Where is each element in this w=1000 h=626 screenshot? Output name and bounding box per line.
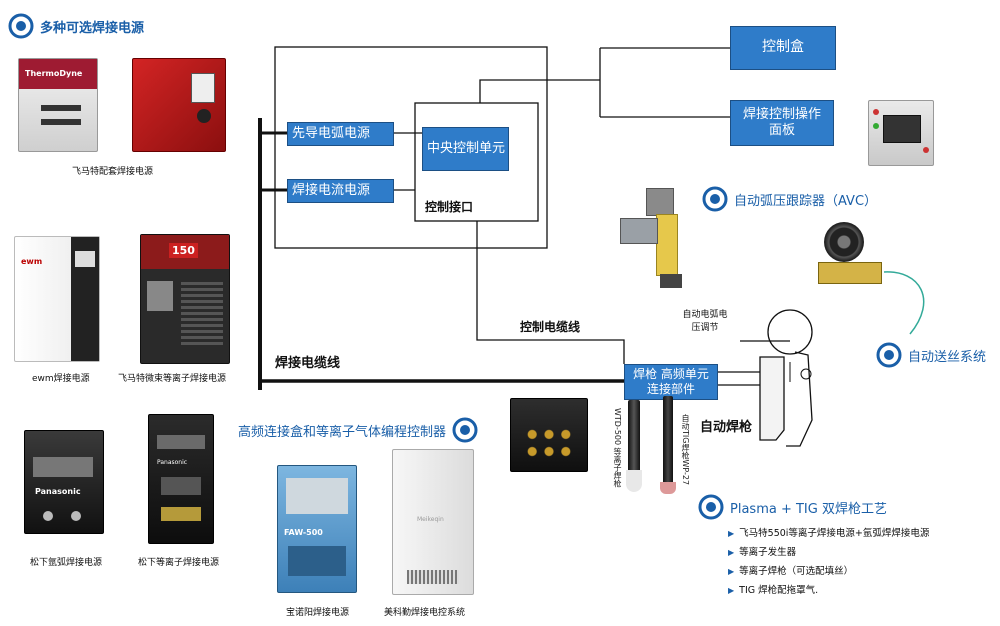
circle-logo-icon [876, 342, 902, 368]
list-item: ▶TIG 焊枪配拖罩气. [728, 585, 819, 596]
header-wire-feed: 自动送丝系统 [876, 342, 986, 368]
weld-current-box: 焊接电流电源 [287, 179, 394, 203]
circle-logo-icon [452, 417, 478, 443]
fmt-welder-image-b [132, 58, 226, 152]
control-interface-label: 控制接口 [425, 200, 474, 214]
wire-feed-hose [883, 271, 925, 335]
list-item: ▶等离子焊枪（可选配填丝） [728, 566, 854, 577]
header-avc-label: 自动弧压跟踪器（AVC） [734, 193, 878, 209]
caption-fmt-welder: 飞马特配套焊接电源 [72, 167, 154, 177]
operation-panel-box: 焊接控制操作面板 [730, 100, 834, 146]
caption-baonuoyang: 宝诺阳焊接电源 [286, 608, 350, 618]
control-box: 控制盒 [730, 26, 836, 70]
caption-meikeqin: 美科勤焊接电控系统 [384, 608, 466, 618]
pilot-arc-box: 先导电弧电源 [287, 122, 394, 146]
caption-fmt-microplasma: 飞马特微束等离子焊接电源 [118, 374, 227, 384]
caption-ewm: ewm焊接电源 [32, 374, 90, 384]
fp-label: FAW-500 [284, 528, 323, 537]
header-avc: 自动弧压跟踪器（AVC） [702, 186, 877, 212]
caption-panasonic-argon: 松下氩弧焊接电源 [30, 558, 103, 568]
baonuoyang-image: FAW-500 [277, 465, 357, 593]
weld-cable-label: 焊接电缆线 [275, 356, 341, 371]
circle-logo-icon [8, 13, 34, 39]
avc-device-image [620, 188, 692, 296]
operation-panel-image [868, 100, 934, 166]
control-cable-label: 控制电缆线 [520, 320, 581, 334]
ewm-welder-image: ewm [14, 236, 100, 362]
wire-feed-image [818, 222, 884, 288]
central-control-box: 中央控制单元 [422, 127, 509, 171]
avc-caption: 自动电弧电压调节 [682, 310, 728, 333]
hf-connection-box-image [510, 398, 588, 472]
header-power-sources-label: 多种可选焊接电源 [40, 20, 145, 36]
header-hf-controller-label: 高频连接盒和等离子气体编程控制器 [238, 424, 447, 440]
panasonic-argon-image: Panasonic [24, 430, 104, 534]
fmt-microplasma-image: 150 [140, 234, 230, 364]
list-item: ▶等离子发生器 [728, 547, 797, 558]
auto-torch-label: 自动焊枪 [700, 420, 753, 435]
list-item: ▶飞马特550i等离子焊接电源+氩弧焊焊接电源 [728, 528, 930, 539]
circle-logo-icon [698, 494, 724, 520]
hf-unit-box: 焊枪 高频单元连接部件 [624, 364, 718, 400]
process-list: ▶飞马特550i等离子焊接电源+氩弧焊焊接电源 ▶等离子发生器 ▶等离子焊枪（可… [728, 524, 929, 600]
header-hf-controller: 高频连接盒和等离子气体编程控制器 [238, 417, 478, 443]
fmt-welder-image-a: ThermoDyne [18, 58, 98, 152]
meikeqin-image: Meikeqin [392, 449, 474, 595]
tig-torch-caption: 自动TIG焊枪WP-27 [681, 414, 690, 486]
panasonic-plasma-image: Panasonic [148, 414, 214, 544]
caption-panasonic-plasma: 松下等离子焊接电源 [138, 558, 220, 568]
tig-torch-image [660, 396, 676, 494]
machine-a-badge: ThermoDyne [25, 69, 83, 78]
machine-b-badge: 150 [169, 243, 198, 258]
header-power-sources: 多种可选焊接电源 [8, 13, 144, 39]
circle-logo-icon [702, 186, 728, 212]
plasma-torch-caption: WTD-500 等离子焊枪 [613, 408, 622, 488]
header-wire-feed-label: 自动送丝系统 [908, 349, 987, 365]
plasma-torch-image [626, 400, 642, 492]
header-plasma-tig-label: Plasma + TIG 双焊枪工艺 [730, 501, 887, 517]
header-plasma-tig: Plasma + TIG 双焊枪工艺 [698, 494, 887, 520]
